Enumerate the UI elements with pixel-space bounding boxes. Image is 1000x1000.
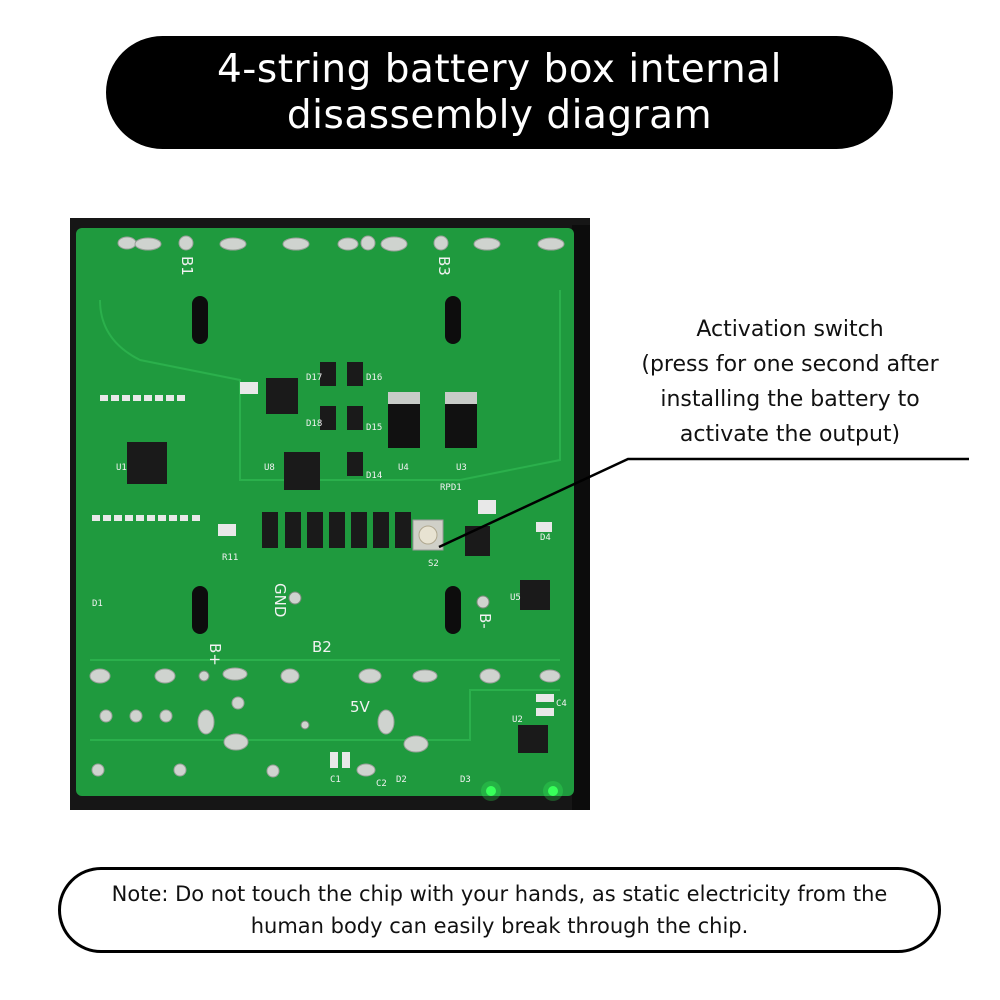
label-c2: C2	[376, 779, 387, 789]
chip-u1	[127, 442, 167, 484]
callout-line-1: Activation switch	[696, 317, 884, 342]
label-gnd: GND	[271, 583, 289, 617]
title-banner: 4-string battery box internal disassembl…	[106, 36, 893, 149]
label-u5: U5	[510, 593, 521, 603]
label-b-minus: B-	[476, 613, 494, 629]
pcb	[76, 228, 574, 796]
label-rpd1: RPD1	[440, 483, 462, 493]
label-u4: U4	[398, 463, 409, 473]
chips	[127, 378, 550, 753]
mosfet-u4	[388, 396, 420, 448]
mounting-slots	[192, 296, 461, 634]
diodes	[262, 362, 411, 548]
chip-u8	[284, 452, 320, 490]
label-b2: B2	[312, 638, 332, 656]
note-line-2: human body can easily break through the …	[250, 914, 749, 938]
label-d16: D16	[366, 373, 382, 383]
label-d18: D18	[306, 419, 322, 429]
label-d17: D17	[306, 373, 322, 383]
mosfet-u3	[445, 396, 477, 448]
label-u1: U1	[116, 463, 127, 473]
case-side-edge	[572, 225, 590, 810]
label-b-plus: B+	[206, 643, 224, 666]
label-u2: U2	[512, 715, 523, 725]
label-b1: B1	[178, 256, 196, 276]
label-d14: D14	[366, 471, 382, 481]
title-line-2: disassembly diagram	[286, 92, 713, 138]
label-u8: U8	[264, 463, 275, 473]
label-d2: D2	[396, 775, 407, 785]
label-u3: U3	[456, 463, 467, 473]
chip-u2	[518, 725, 548, 753]
label-c1: C1	[330, 775, 341, 785]
callout-line-4: activate the output)	[679, 422, 901, 447]
label-r11: R11	[222, 553, 238, 563]
static-warning-note: Note: Do not touch the chip with your ha…	[58, 867, 941, 953]
label-c4: C4	[556, 699, 567, 709]
through-holes	[198, 591, 490, 730]
chip-u7	[266, 378, 298, 414]
label-b3: B3	[435, 256, 453, 276]
bottom-solder-pads	[89, 667, 561, 778]
label-d4: D4	[540, 533, 551, 543]
activation-switch-callout: Activation switch (press for one second …	[600, 312, 980, 452]
title-line-1: 4-string battery box internal	[216, 46, 782, 92]
label-d3: D3	[460, 775, 471, 785]
label-d15: D15	[366, 423, 382, 433]
label-d1: D1	[92, 599, 103, 609]
board-trace-lower	[90, 659, 560, 741]
callout-leader-line	[438, 457, 969, 549]
callout-line-3: installing the battery to	[660, 387, 920, 412]
smd-components	[92, 382, 554, 768]
callout-line-2: (press for one second after	[641, 352, 939, 377]
top-solder-pads	[117, 235, 565, 252]
chip-d-right	[465, 526, 490, 556]
label-5v: 5V	[350, 698, 371, 716]
chip-u5	[520, 580, 550, 610]
activation-switch	[412, 519, 444, 551]
status-leds	[481, 781, 563, 801]
label-s2: S2	[428, 559, 439, 569]
note-line-1: Note: Do not touch the chip with your ha…	[111, 882, 888, 906]
